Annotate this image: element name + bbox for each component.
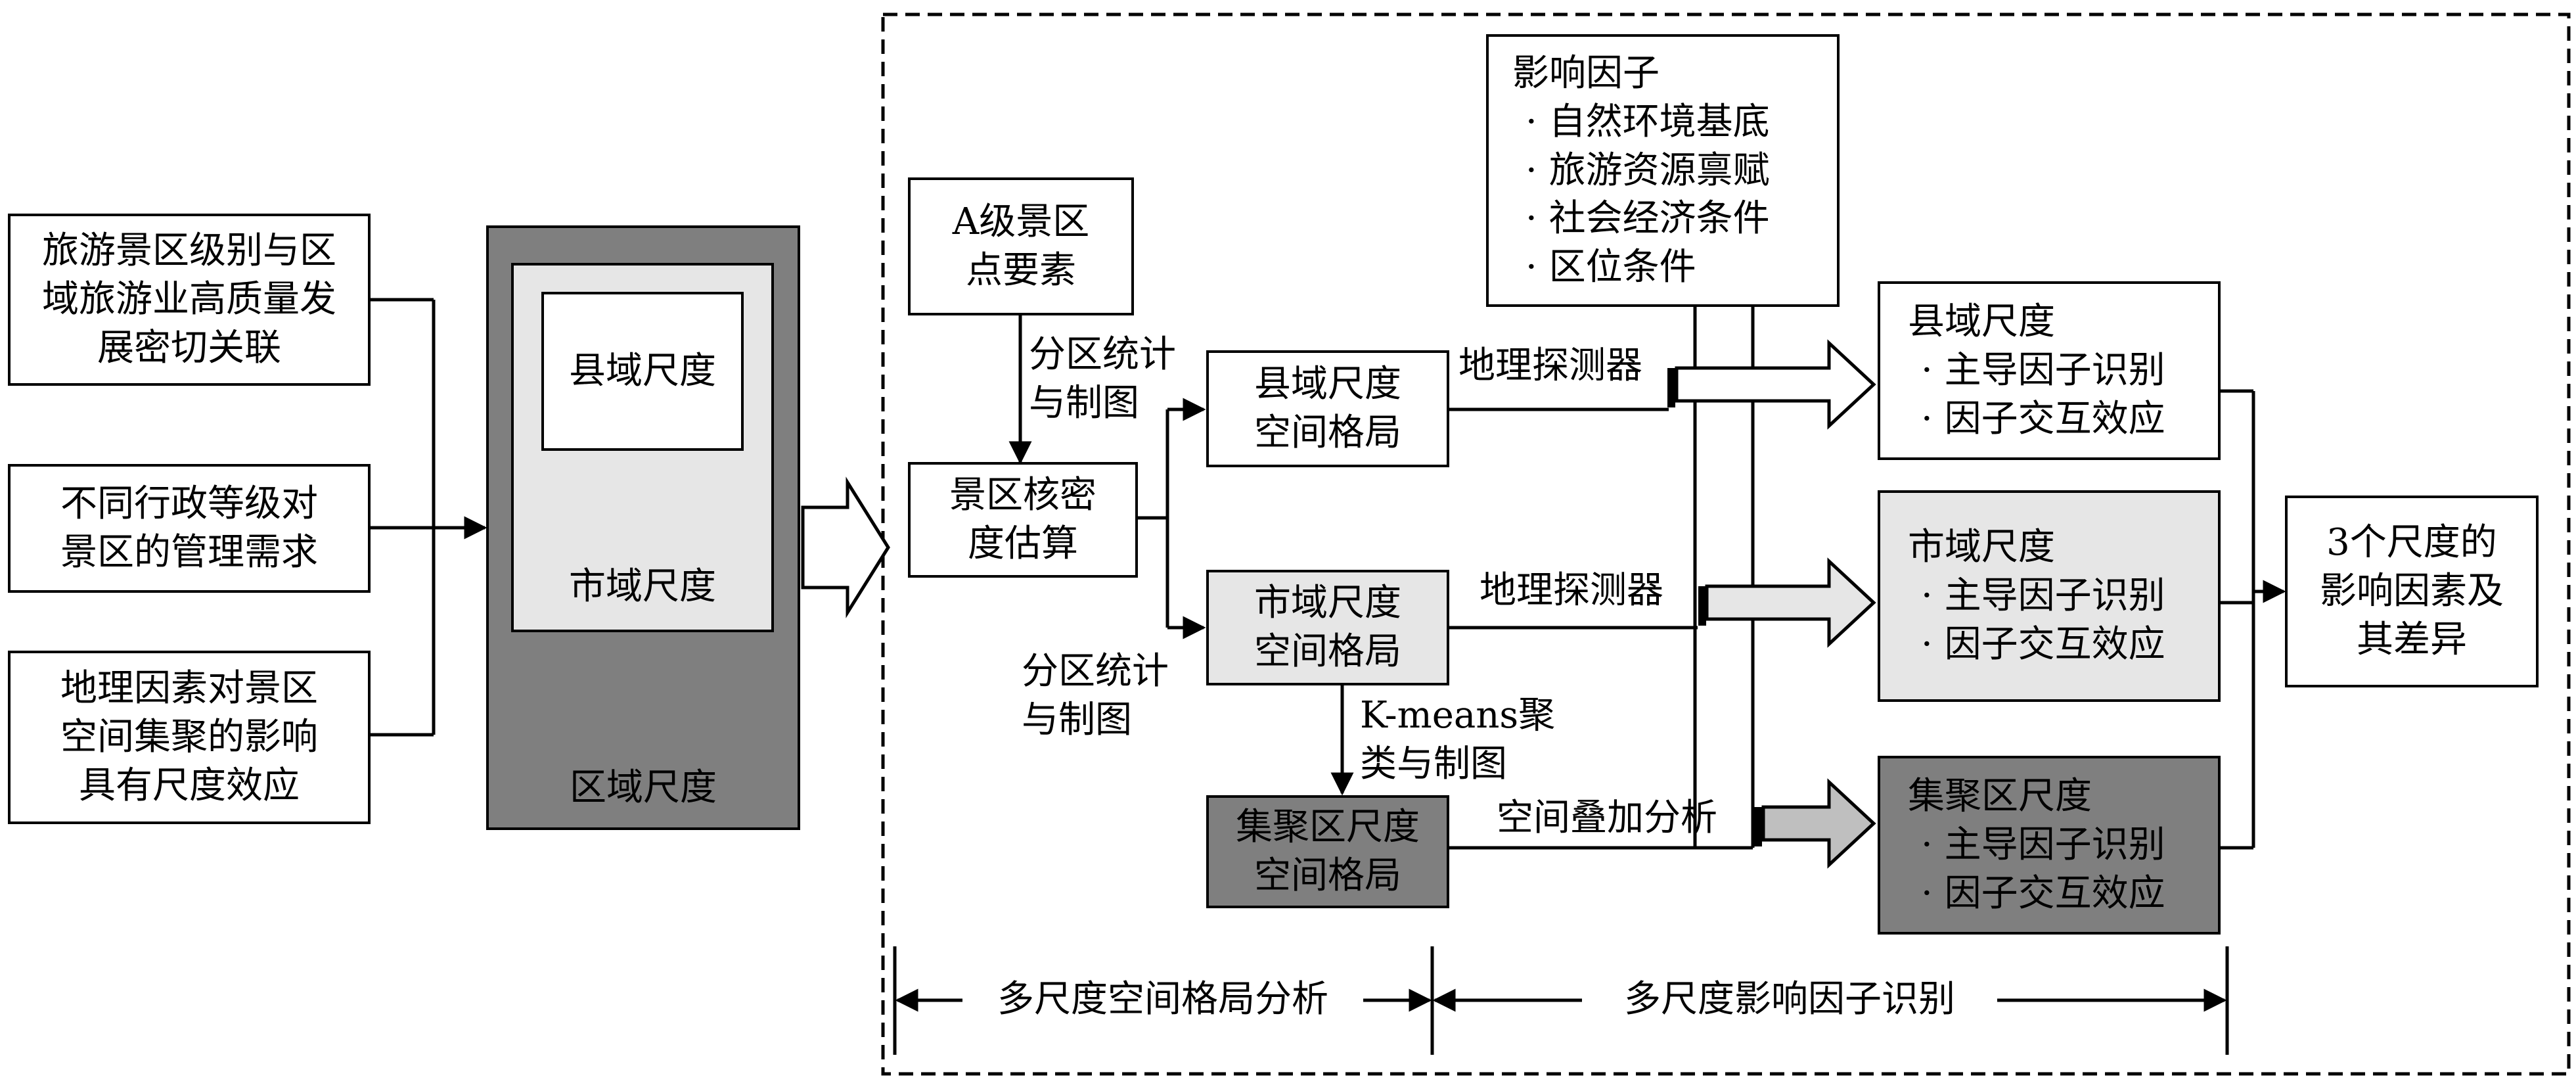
geodetector-label-2: 地理探测器 — [1480, 569, 1663, 612]
block-arrow-cluster — [1761, 778, 1876, 869]
cluster-pattern-box: 集聚区尺度 空间格局 — [1206, 795, 1449, 908]
kmeans-label: K-means聚 类与制图 — [1360, 694, 1556, 785]
zonal-stats-label-bottom: 分区统计 与制图 — [1022, 650, 1169, 741]
county-pattern-box: 县域尺度 空间格局 — [1206, 350, 1449, 467]
bottom-span-markers — [893, 946, 2229, 1055]
city-scale-label: 市域尺度 — [569, 565, 716, 608]
region-scale-label: 区域尺度 — [570, 766, 717, 809]
final-output-box: 3个尺度的 影响因素及 其差异 — [2285, 496, 2539, 687]
zonal-stats-label-top: 分区统计 与制图 — [1029, 333, 1176, 425]
overlay-analysis-label: 空间叠加分析 — [1497, 797, 1717, 839]
kde-box: 景区核密 度估算 — [908, 462, 1138, 578]
premise-box-3: 地理因素对景区 空间集聚的影响 具有尺度效应 — [8, 651, 371, 824]
county-result-box: 县域尺度 · 主导因子识别 · 因子交互效应 — [1878, 281, 2221, 460]
right-bracket-connector — [2221, 389, 2286, 850]
city-pattern-box: 市域尺度 空间格局 — [1206, 570, 1449, 685]
hollow-arrow-main — [801, 476, 890, 618]
block-arrow-city — [1705, 557, 1876, 648]
premise-box-2: 不同行政等级对 景区的管理需求 — [8, 464, 371, 593]
left-bracket-connector — [371, 298, 487, 737]
block-arrow-county — [1675, 339, 1876, 430]
span-label-factor-identification: 多尺度影响因子识别 — [1624, 978, 1955, 1021]
city-result-box: 市域尺度 · 主导因子识别 · 因子交互效应 — [1878, 490, 2221, 702]
influence-factors-box: 影响因子 · 自然环境基底 · 旅游资源禀赋 · 社会经济条件 · 区位条件 — [1486, 34, 1840, 307]
geodetector-label-1: 地理探测器 — [1458, 344, 1642, 387]
span-label-spatial-pattern: 多尺度空间格局分析 — [997, 978, 1328, 1021]
kde-split-connector — [1138, 398, 1206, 639]
premise-box-1: 旅游景区级别与区 域旅游业高质量发 展密切关联 — [8, 214, 371, 386]
cluster-result-box: 集聚区尺度 · 主导因子识别 · 因子交互效应 — [1878, 756, 2221, 935]
a-level-points-box: A级景区 点要素 — [908, 177, 1134, 315]
county-scale-box: 县域尺度 — [541, 292, 744, 451]
